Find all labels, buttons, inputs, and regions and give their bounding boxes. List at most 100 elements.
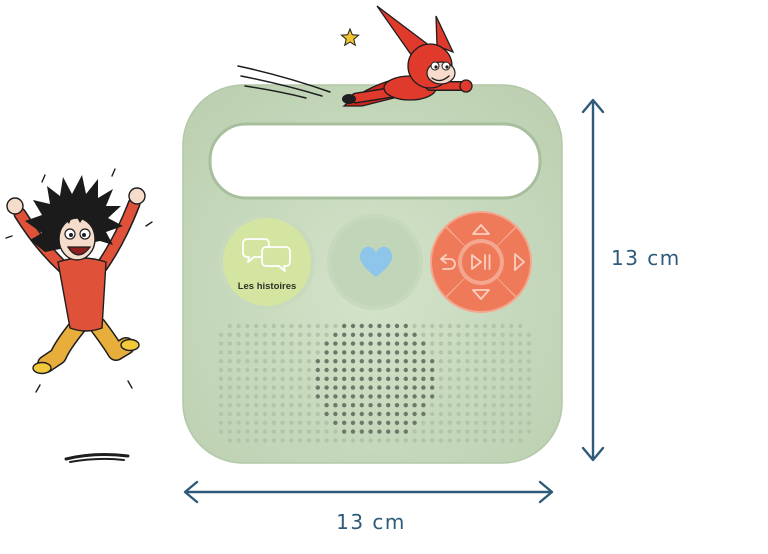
speaker-hole xyxy=(526,350,532,355)
speaker-hole xyxy=(474,332,479,337)
speaker-hole xyxy=(465,350,470,355)
speaker-hole xyxy=(412,341,417,346)
height-label: 13 cm xyxy=(611,246,681,270)
speaker-hole xyxy=(447,429,452,434)
hero-left-pupil xyxy=(434,65,438,69)
speaker-hole xyxy=(394,403,400,408)
speaker-hole xyxy=(368,367,373,373)
speaker-hole xyxy=(430,429,435,434)
width-label: 13 cm xyxy=(336,510,406,534)
speaker-hole xyxy=(491,394,496,399)
speaker-hole xyxy=(306,323,312,329)
speaker-hole xyxy=(227,438,232,443)
speaker-hole xyxy=(315,385,320,390)
speaker-hole xyxy=(474,394,479,399)
speaker-hole xyxy=(298,403,303,408)
speaker-hole xyxy=(289,411,294,417)
speaker-hole xyxy=(350,323,356,329)
speaker-hole xyxy=(236,429,241,434)
speaker-hole xyxy=(368,403,373,408)
speaker-hole xyxy=(324,420,329,425)
speaker-hole xyxy=(289,394,294,399)
dpad-up-button[interactable] xyxy=(446,212,516,246)
speaker-hole xyxy=(518,438,523,443)
speaker-hole xyxy=(333,323,338,329)
speaker-hole xyxy=(430,359,435,364)
speaker-hole xyxy=(482,376,488,381)
speaker-hole xyxy=(518,332,523,337)
speaker-hole xyxy=(324,403,329,408)
dpad-right-button[interactable] xyxy=(497,227,530,297)
speaker-hole xyxy=(271,341,276,346)
speaker-hole xyxy=(262,376,268,381)
speaker-hole xyxy=(350,438,356,443)
speaker-hole xyxy=(280,367,285,373)
speaker-hole xyxy=(456,359,461,364)
speaker-hole xyxy=(421,429,426,434)
speaker-hole xyxy=(386,438,391,443)
speaker-hole xyxy=(218,332,224,337)
speaker-hole xyxy=(218,429,224,434)
height-dimension: 13 cm xyxy=(581,98,681,462)
speaker-hole xyxy=(474,367,479,373)
speaker-hole xyxy=(509,411,514,417)
speaker-hole xyxy=(403,341,408,346)
speaker-hole xyxy=(368,394,373,399)
speaker-hole xyxy=(526,332,532,337)
speaker-hole xyxy=(262,367,268,373)
story-button-label: Les histoires xyxy=(238,281,297,292)
speaker-hole xyxy=(218,420,224,425)
speaker-hole xyxy=(315,332,320,337)
speaker-hole xyxy=(430,403,435,408)
speaker-hole xyxy=(289,332,294,337)
speaker-hole xyxy=(227,350,232,355)
speaker-hole xyxy=(245,359,250,364)
speaker-hole xyxy=(412,350,417,355)
speaker-hole xyxy=(500,394,505,399)
speaker-hole xyxy=(403,411,408,417)
speaker-hole xyxy=(509,323,514,329)
speaker-hole xyxy=(280,385,285,390)
speaker-hole xyxy=(447,411,452,417)
story-button[interactable]: Les histoires xyxy=(219,214,315,310)
speaker-hole xyxy=(236,332,241,337)
speaker-hole xyxy=(236,323,241,329)
speaker-hole xyxy=(491,332,496,337)
speaker-hole xyxy=(227,323,232,329)
speaker-hole xyxy=(359,411,364,417)
speaker-hole xyxy=(306,429,312,434)
speaker-hole xyxy=(465,385,470,390)
speaker-hole xyxy=(500,323,505,329)
hero-fist xyxy=(459,79,473,93)
dpad-down-button[interactable] xyxy=(446,278,516,312)
speaker-hole xyxy=(465,341,470,346)
width-arrow-left xyxy=(183,480,199,504)
speaker-hole xyxy=(377,323,382,329)
speaker-hole xyxy=(254,420,259,425)
speaker-hole xyxy=(509,350,514,355)
speaker-hole xyxy=(491,429,496,434)
speaker-hole xyxy=(421,332,426,337)
speaker-hole xyxy=(271,367,276,373)
speaker-hole xyxy=(377,332,382,337)
speaker-hole xyxy=(421,367,426,373)
speaker-hole xyxy=(298,350,303,355)
boy-right-shoe xyxy=(120,338,140,352)
dpad-control[interactable] xyxy=(430,211,532,313)
favorite-button[interactable] xyxy=(327,214,423,310)
speaker-hole xyxy=(236,367,241,373)
speaker-hole xyxy=(509,367,514,373)
speaker-hole xyxy=(315,341,320,346)
speaker-hole xyxy=(218,367,224,373)
boy-mouth xyxy=(66,246,92,256)
speaker-hole xyxy=(368,359,373,364)
speaker-hole xyxy=(333,385,338,390)
dpad-left-button[interactable] xyxy=(432,227,465,297)
speaker-hole xyxy=(359,429,364,434)
speaker-hole xyxy=(245,420,250,425)
play-pause-icon xyxy=(471,254,491,270)
speaker-hole xyxy=(227,403,232,408)
speaker-hole xyxy=(377,385,382,390)
speaker-hole xyxy=(359,332,364,337)
